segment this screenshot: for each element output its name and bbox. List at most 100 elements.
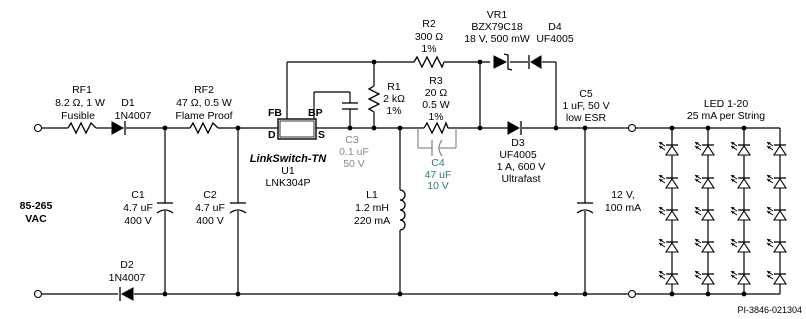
d3-part: UF4005 [499,149,537,161]
d2-part: 1N4007 [109,272,146,284]
r3-rating: 0.5 W [422,99,450,111]
c3-capacitor: C3 0.1 uF 50 V [339,102,369,170]
led-diode [694,174,716,190]
c4-value: 47 uF [425,169,452,181]
led-array [658,141,788,286]
led-ref: LED 1-20 [704,98,749,110]
figure-id: PI-3846-021304 [737,305,802,315]
led-diode [694,141,716,157]
led-diode [730,141,752,157]
rf2-resistor: RF2 47 Ω, 0.5 W Flame Proof [175,84,233,135]
input-voltage-line1: 85-265 [20,200,53,212]
led-diode [766,174,788,190]
d4-diode: D4 UF4005 [528,21,574,69]
led-diode [766,141,788,157]
c2-ref: C2 [203,189,217,201]
r2-tolerance: 1% [421,43,436,55]
led-diode [730,174,752,190]
led-note: 25 mA per String [687,110,765,122]
d2-diode: D2 1N4007 [109,259,146,301]
output-voltage: 12 V, [611,189,635,201]
c2-capacitor: C2 4.7 uF 400 V [195,189,247,227]
output-terminal-positive [627,123,637,133]
d3-diode: D3 UF4005 1 A, 600 V Ultrafast [497,121,545,185]
c1-value: 4.7 uF [123,202,153,214]
l1-value: 1.2 mH [355,202,389,214]
led-diode [658,238,680,254]
u1-linkswitch: FB BP D S LinkSwitch-TN U1 LNK304P [250,107,327,189]
vr1-part: BZX79C18 [471,21,523,33]
led-diode [766,206,788,222]
u1-pin-fb: FB [268,107,282,119]
vr1-ref: VR1 [487,9,508,21]
c2-value: 4.7 uF [195,202,225,214]
ac-input-terminal-bottom [33,289,43,299]
u1-pin-s: S [318,129,325,141]
led-diode [658,141,680,157]
r1-resistor: R1 2 kΩ 1% [367,81,405,117]
led-diode [730,206,752,222]
c5-note: low ESR [566,112,607,124]
ac-input-terminal-top [33,123,43,133]
led-diode [658,206,680,222]
c5-capacitor: C5 1 uF, 50 V low ESR [562,88,610,214]
d1-part: 1N4007 [115,110,152,122]
r2-ref: R2 [422,18,436,30]
output-terminal-negative [627,289,637,299]
l1-rating: 220 mA [354,215,390,227]
r1-tolerance: 1% [386,105,401,117]
led-diode [694,206,716,222]
led-diode [658,174,680,190]
c3-value: 0.1 uF [339,146,369,158]
wires [42,61,781,295]
junction-dots [162,59,747,297]
c1-rating: 400 V [124,215,151,227]
r2-resistor: R2 300 Ω 1% [413,18,445,69]
vr1-rating: 18 V, 500 mW [464,33,530,45]
led-diode [766,238,788,254]
d4-ref: D4 [548,21,562,33]
d1-diode: D1 1N4007 [111,97,152,135]
led-diode [658,270,680,286]
d3-note: Ultrafast [501,173,540,185]
r3-tolerance: 1% [428,111,443,123]
l1-inductor: L1 1.2 mH 220 mA [354,189,406,231]
rf2-value: 47 Ω, 0.5 W [176,97,232,109]
c1-capacitor: C1 4.7 uF 400 V [123,189,174,227]
c1-ref: C1 [131,189,145,201]
d2-ref: D2 [120,259,134,271]
u1-part: LNK304P [266,177,311,189]
r1-ref: R1 [387,81,401,93]
c2-rating: 400 V [196,215,223,227]
d4-part: UF4005 [536,33,574,45]
u1-pin-bp: BP [308,107,323,119]
rf1-value: 8.2 Ω, 1 W [55,97,105,109]
rf1-resistor: RF1 8.2 Ω, 1 W Fusible [55,84,105,135]
r2-value: 300 Ω [415,31,443,43]
input-voltage-line2: VAC [25,213,47,225]
r3-ref: R3 [429,75,443,87]
r3-resistor: R3 20 Ω 0.5 W 1% [422,75,450,135]
vr1-zener: VR1 BZX79C18 18 V, 500 mW [464,9,530,71]
led-diode [766,270,788,286]
c4-rating: 10 V [427,180,449,192]
c5-ref: C5 [579,88,593,100]
d1-ref: D1 [121,97,135,109]
c4-capacitor: C4 47 uF 10 V [425,139,452,192]
u1-ref: U1 [281,165,295,177]
led-diode [730,270,752,286]
u1-brand: LinkSwitch-TN [250,153,327,165]
c3-rating: 50 V [343,158,365,170]
d3-ref: D3 [511,137,525,149]
u1-pin-d: D [268,129,276,141]
c4-ref: C4 [431,157,445,169]
led-diode [694,238,716,254]
rf1-ref: RF1 [72,84,92,96]
r3-value: 20 Ω [425,87,448,99]
l1-ref: L1 [366,189,378,201]
rf2-note: Flame Proof [175,110,232,122]
led-diode [694,270,716,286]
led-diode [730,238,752,254]
rf2-ref: RF2 [194,84,214,96]
